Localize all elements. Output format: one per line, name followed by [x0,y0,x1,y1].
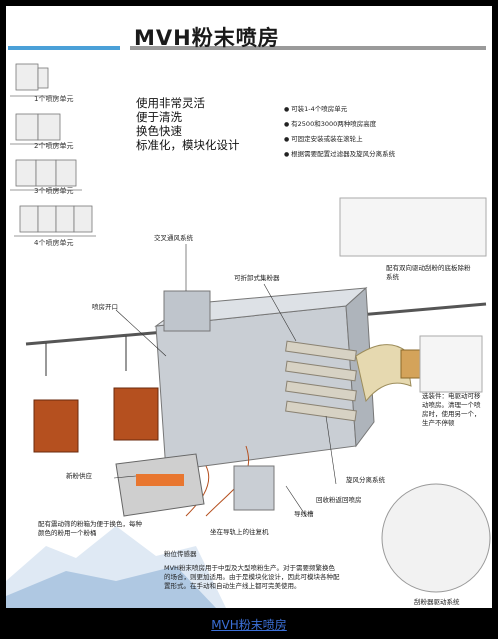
page-link-row: MVH粉末喷房 [0,616,498,633]
title-rule [130,46,486,50]
unit-4-drawing [14,205,96,237]
unit-label-1: 1个喷房单元 [34,95,74,103]
callout-scraper-drive: 刮粉器驱动系统 [414,598,460,606]
callout-folding-hopper: 可折卸式集粉器 [234,274,280,282]
bullet-item: 可固定安装或装在滚轮上 [284,132,395,147]
hanging-part [113,387,159,441]
feature-item: 便于清洗 [136,110,182,124]
brochure-page: MVH粉末喷房 1个喷房单元 2个喷房单元 3个喷房单元 4个喷房单元 使用非常… [6,6,492,608]
unit-3-drawing [10,159,82,191]
callout-trolley: 坐在导轨上的往复机 [210,528,269,536]
mobile-booth-inset [419,335,483,393]
callout-recovery: 回收粉返回喷房 [316,496,362,504]
reciprocator [233,465,275,511]
callout-booth-opening: 喷房开口 [92,303,118,311]
hanging-part [33,399,79,453]
unit-label-2: 2个喷房单元 [34,142,74,150]
booth-unit-thumbnails [10,63,96,237]
callout-bottom-clean: 配有双向驱动刮粉的底板除粉系统 [386,264,471,281]
bullet-item: 可装1-4个喷房单元 [284,102,395,117]
feature-item: 标准化，模块化设计 [136,138,240,152]
cross-vent-fan [163,290,211,332]
drive-detail-inset [381,483,491,593]
product-link[interactable]: MVH粉末喷房 [211,618,287,632]
booth-illustration [6,197,491,608]
accent-rule [8,46,120,50]
callout-vibrating-box: 配有震动筛的粉箱为便于换色，每种颜色的粉用一个粉桶 [38,520,142,537]
product-description: MVH粉末喷房用于中型及大型喷粉生产。对于需要频繁换色的场合，则更加适用。由于是… [164,564,340,590]
bullet-item: 根据需要配置过滤器及旋风分离系统 [284,147,395,162]
unit-2-drawing [10,113,66,145]
cyclone-duct [355,344,412,403]
callout-guide-rail: 导线槽 [294,510,314,518]
bullet-item: 有2500和3000两种喷房高度 [284,117,395,132]
callout-cyclone: 旋风分离系统 [346,476,385,484]
page-title: MVH粉末喷房 [134,26,280,50]
spec-bullets: 可装1-4个喷房单元 有2500和3000两种喷房高度 可固定安装或装在滚轮上 … [284,102,395,162]
callout-position-sensor: 粉位传感器 [164,550,197,558]
unit-label-3: 3个喷房单元 [34,187,74,195]
feature-item: 换色快速 [136,124,182,138]
feature-list: 使用非常灵活 便于清洗 换色快速 标准化，模块化设计 [136,96,240,152]
scraper-inset [339,197,487,257]
callout-option: 选装件：电驱动可移动喷房。清理一个喷房时，使用另一个，生产不停顿 [422,392,481,427]
callout-new-powder: 新粉供应 [66,472,92,480]
callout-cross-vent: 交叉通风系统 [154,234,193,242]
unit-1-drawing [10,63,56,97]
unit-label-4: 4个喷房单元 [34,239,74,247]
feature-item: 使用非常灵活 [136,96,205,110]
